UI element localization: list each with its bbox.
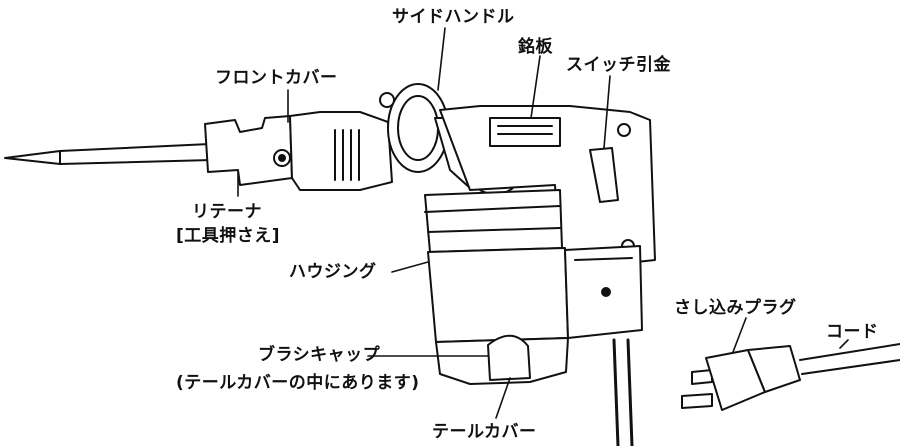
tail-cover-label: テールカバー (432, 422, 537, 442)
chisel-bit (4, 143, 213, 165)
cord-label: コード (826, 322, 879, 342)
tool-cord (612, 338, 620, 446)
brush-cap-label: ブラシキャップ (258, 345, 381, 365)
brush-cap-note-label: (テールカバーの中にあります) (176, 373, 420, 393)
retainer-note-label: [工具押さえ] (176, 226, 281, 246)
plug-label: さし込みプラグ (674, 298, 797, 318)
power-cord-part (799, 343, 900, 375)
leader-lines (237, 27, 849, 419)
front-cover-part (289, 111, 393, 191)
main-housing-part (427, 245, 643, 343)
side-handle-label: サイドハンドル (392, 7, 515, 27)
nameplate-label: 銘板 (518, 37, 553, 57)
front-cover-label: フロントカバー (215, 68, 338, 88)
switch-trigger-part (589, 147, 619, 203)
tail-cover-part (435, 334, 569, 385)
retainer-label: リテーナ (192, 202, 262, 222)
housing-label: ハウジング (289, 262, 377, 282)
switch-trigger-label: スイッチ引金 (566, 55, 671, 75)
upper-housing-part (424, 189, 563, 253)
plug-part (681, 345, 801, 411)
